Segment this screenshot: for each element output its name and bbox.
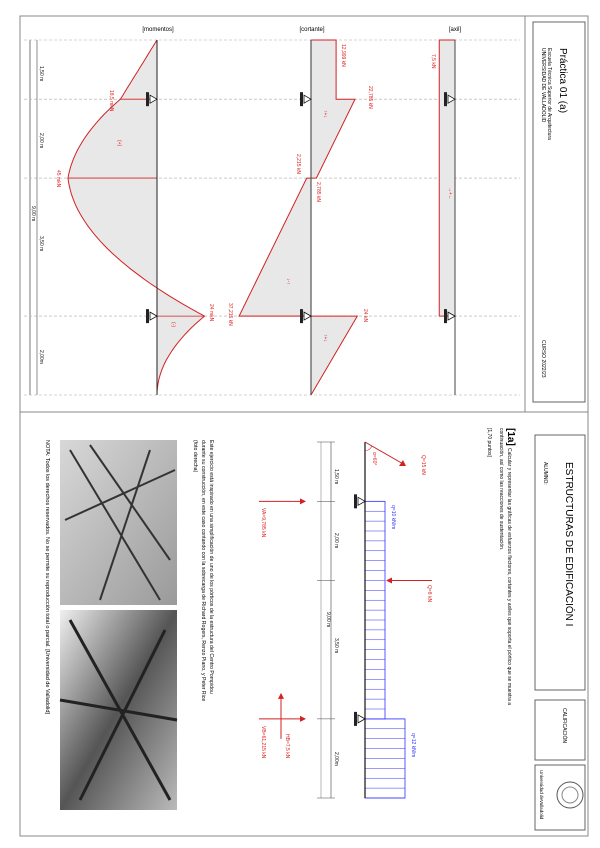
- moment-diagram-fill: [68, 40, 205, 395]
- force-diagrams: [24, 39, 520, 396]
- support-base-icon: [146, 92, 149, 107]
- load-angle-label: α=60°: [371, 452, 377, 465]
- moment-label-2: 45 mkN: [55, 170, 61, 188]
- load-q1-label: q=10 kN/m: [390, 505, 396, 529]
- shear-sign-positive: ↑+↓: [322, 110, 328, 118]
- support-icon: [149, 94, 158, 104]
- school-name: Escuela Técnica Superior de Arquitectura: [546, 48, 552, 140]
- arrow-head-icon: [300, 498, 306, 505]
- dim-lower-total: 9,00 m: [325, 612, 331, 627]
- logo-box: [534, 764, 586, 831]
- shear-diagram-fill: [239, 40, 358, 395]
- moment-title: [momentos]: [142, 27, 174, 33]
- shear-label-5: 37,215 kN: [227, 303, 233, 326]
- support-icon: [447, 94, 456, 104]
- construction-photo-right: [59, 610, 178, 810]
- description-line-1: Este ejercicio está inspirado en una sim…: [208, 440, 214, 694]
- reaction-VB-label: VB=61,215 kN: [260, 726, 266, 759]
- arrow-head-icon: [300, 715, 306, 722]
- shear-label-3: 2,785 kN: [315, 182, 321, 202]
- support-base-icon: [300, 309, 303, 324]
- copyright-note: NOTA: Todos los derechos reservados. No …: [44, 440, 50, 714]
- shear-sign-negative: ↓-↑: [285, 278, 291, 285]
- load-q2-label: q=12 kN/m: [410, 733, 416, 757]
- support-icon: [357, 496, 366, 507]
- point-load-Q1: [364, 441, 406, 466]
- support-base-icon: [444, 92, 447, 107]
- dim-lower-2: 2,00 m: [333, 533, 339, 548]
- points: [1,70 puntos]: [486, 428, 492, 458]
- arrow-head-icon: [386, 577, 392, 584]
- logo-text: Universidad deValladolid: [539, 770, 544, 820]
- support-base-icon: [354, 494, 357, 509]
- dim-upper-3: 3,50 m: [38, 236, 44, 251]
- shear-label-1: 12,999 kN: [340, 44, 346, 67]
- statement-line-1: Calcular y representar las gráficas de e…: [506, 448, 512, 705]
- shear-label-4: 2,215 kN: [295, 154, 301, 174]
- support-icon: [357, 714, 366, 724]
- grade-box[interactable]: [534, 699, 586, 761]
- axial-label: 7,5 kN: [430, 54, 436, 69]
- dim-lower-3: 3,50 m: [333, 638, 339, 653]
- support-icon: [447, 311, 456, 321]
- moment-sign-negative: (-): [170, 322, 176, 327]
- moment-label-3: 24 mkN: [208, 304, 214, 322]
- construction-photo-left: [60, 440, 177, 605]
- shear-label-6: 24 kN: [362, 309, 368, 322]
- reaction-VA-label: VA=9,785 kN: [260, 508, 266, 538]
- support-icon: [303, 94, 312, 104]
- load-diagram: [259, 441, 432, 799]
- student-label: ALUMNO:: [542, 462, 548, 485]
- statement-line-2: continuación, así como las reacciones de…: [498, 428, 504, 550]
- support-icon: [149, 311, 158, 321]
- moment-label-1: 18,5 mkN: [108, 90, 114, 112]
- subject-title: ESTRUCTURAS DE EDIFICACIÓN I: [563, 462, 576, 626]
- axial-title: [axil]: [449, 27, 462, 33]
- moment-curve: [67, 39, 206, 396]
- dim-upper-4: 2,00m: [38, 350, 44, 364]
- shear-title: [cortante]: [299, 27, 324, 33]
- dim-upper-2: 2,00 m: [38, 133, 44, 148]
- exercise-number: [1a]: [505, 428, 516, 446]
- description-line-2: durante su construcción, en este caso co…: [200, 440, 206, 701]
- subject-box: [534, 434, 586, 691]
- angle-arc: [364, 445, 373, 452]
- support-icon: [303, 311, 312, 321]
- description-line-3: (foto derecha): [192, 440, 198, 473]
- university-seal-icon: [556, 781, 584, 809]
- support-base-icon: [300, 92, 303, 107]
- university-name: UNIVERSIDAD DE VALLADOLID: [540, 48, 546, 123]
- load-Q2-label: Q=8 kN: [426, 585, 432, 602]
- grade-label: CALIFICACIÓN: [561, 708, 568, 743]
- axial-sign: →+←: [447, 187, 453, 200]
- shear-curve: [238, 39, 359, 396]
- page-frame: [19, 15, 589, 837]
- arrow-head-icon: [278, 692, 284, 699]
- course-year: CURSO 2022/23: [540, 340, 546, 378]
- support-base-icon: [444, 309, 447, 324]
- dim-lower-4: 2,00m: [333, 752, 339, 766]
- practice-title: Práctica 01 (a): [557, 48, 568, 113]
- dim-upper-total: 9,00 m: [30, 206, 36, 221]
- title-block: [532, 21, 586, 403]
- load-Q1-label: Q=15 kN: [420, 455, 426, 475]
- axial-diagram: [438, 39, 456, 317]
- dim-upper-1: 1,50 m: [38, 66, 44, 81]
- arrow-head-icon: [399, 460, 406, 466]
- moment-sign-positive: (+): [116, 140, 122, 147]
- shear-sign-positive-2: ↑+↓: [322, 334, 328, 342]
- shear-label-2: 22,785 kN: [367, 86, 373, 109]
- dim-lower-1: 1,50 m: [333, 469, 339, 484]
- support-base-icon: [354, 711, 357, 726]
- reaction-HB-label: HB=7,5 kN: [284, 734, 290, 759]
- support-base-icon: [146, 309, 149, 324]
